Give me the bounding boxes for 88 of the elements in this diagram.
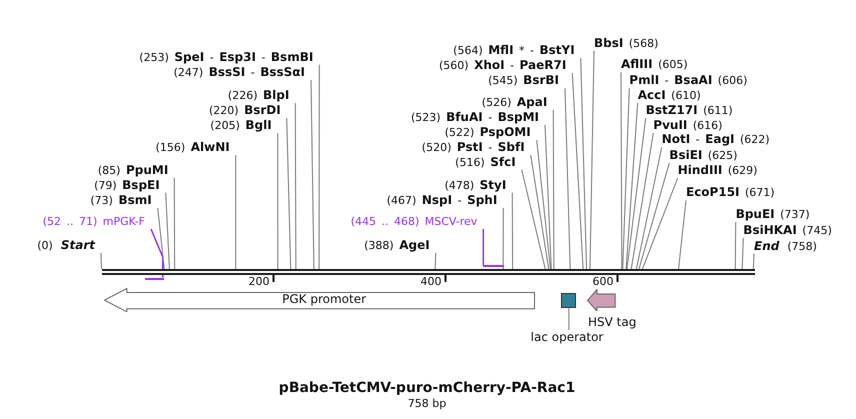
leader-line	[636, 146, 662, 270]
restriction-site-label: HindIII (629)	[678, 163, 758, 178]
restriction-site-label: NotI - EagI (622)	[662, 132, 770, 148]
leader-line	[642, 178, 678, 270]
feature-box	[561, 292, 576, 308]
leader-line	[235, 154, 236, 270]
leader-line	[742, 238, 744, 270]
restriction-site-label: (247) BssSI - BssSαI	[174, 65, 311, 80]
leader-line	[318, 64, 320, 270]
leader-line	[752, 253, 754, 270]
restriction-site-label: (73) BsmI	[90, 193, 158, 208]
primer-binding-mark	[145, 278, 164, 280]
leader-line	[521, 169, 546, 270]
map-title: pBabe-TetCMV-puro-mCherry-PA-Rac1	[278, 380, 576, 397]
directional-feature-block	[587, 288, 616, 312]
restriction-site-label: (516) SfcI	[455, 154, 522, 170]
restriction-site-label: (520) PstI - SbfI	[422, 140, 531, 155]
scale-label: 200	[248, 275, 270, 288]
leader-line	[622, 88, 630, 270]
leader-line	[434, 252, 436, 270]
scale-label: 600	[592, 275, 614, 288]
restriction-site-label: (545) BsrBI	[488, 73, 565, 88]
sequence-terminus-label: End	[754, 238, 780, 253]
restriction-site-label: (564) MflI* - BstYI	[453, 43, 581, 58]
feature-label: PGK promoter	[282, 292, 366, 308]
leader-line	[630, 132, 654, 270]
restriction-site-label: BstZ17I (611)	[646, 103, 733, 118]
restriction-site-label: (156) AlwNI	[156, 140, 236, 155]
position-number: (758)	[787, 240, 817, 254]
restriction-site-label: (85) PpuMI	[98, 162, 174, 178]
leader-line	[294, 102, 296, 270]
scale-label: 400	[420, 275, 442, 288]
restriction-site-label: AflIII (605)	[621, 57, 688, 72]
leader-line	[626, 118, 646, 270]
position-number: (0)	[37, 239, 53, 253]
leader-line	[589, 50, 594, 270]
restriction-site-label: (478) StyI	[444, 178, 512, 193]
leader-line	[286, 118, 292, 270]
leader-line	[568, 308, 570, 330]
primer-label: (52 .. 71) mPGK-F	[42, 215, 151, 229]
leader-line	[626, 102, 638, 270]
leader-line	[150, 228, 164, 278]
feature-label: HSV tag	[588, 314, 636, 330]
leader-line	[580, 58, 588, 270]
restriction-site-label: PvuII (616)	[653, 118, 722, 133]
restriction-site-label: BbsI (568)	[594, 36, 658, 51]
dna-backbone	[102, 269, 755, 275]
restriction-site-label: BsiHKAI (745)	[743, 223, 832, 238]
restriction-site-label: (253) SpeI - Esp3I - BsmBI	[139, 50, 320, 65]
leader-line	[572, 72, 584, 270]
restriction-site-label: (526) ApaI	[482, 94, 554, 110]
leader-line	[482, 229, 484, 265]
restriction-site-label: (522) PspOMI	[444, 125, 537, 140]
leader-line	[734, 222, 736, 270]
leader-line	[530, 154, 550, 270]
restriction-site-label: BpuEI (737)	[736, 207, 810, 222]
restriction-site-label: (220) BsrDI	[208, 103, 287, 118]
restriction-site-label: AccI (610)	[638, 88, 701, 103]
leader-line	[544, 124, 552, 270]
leader-line	[552, 109, 554, 270]
restriction-site-label: (226) BlpI	[228, 88, 296, 103]
leader-line	[620, 72, 622, 270]
feature-label: lac operator	[530, 330, 604, 345]
restriction-site-label: (523) BfuAI - BspMI	[410, 110, 545, 125]
leader-line	[564, 88, 571, 270]
leader-line	[165, 192, 170, 270]
leader-line	[502, 208, 504, 270]
restriction-site-label: (467) NspI - SphI	[386, 193, 504, 208]
primer-label: (445 .. 468) MSCV-rev	[350, 215, 484, 229]
leader-line	[174, 177, 176, 270]
sequence-length: 758 bp	[408, 397, 446, 410]
leader-line	[310, 80, 314, 270]
restriction-site-label: (79) BspEI	[94, 178, 166, 193]
leader-line	[536, 140, 551, 270]
restriction-site-label: EcoP15I (671)	[686, 185, 775, 200]
restriction-site-label: (205) BglI	[210, 118, 278, 134]
leader-line	[678, 200, 686, 270]
restriction-site-label: PmlI - BsaAI (606)	[629, 73, 748, 88]
leader-line	[157, 208, 165, 270]
primer-binding-mark	[482, 265, 504, 267]
sequence-terminus-label: Start	[60, 238, 95, 252]
leader-line	[100, 252, 102, 270]
leader-line	[277, 132, 278, 270]
restriction-site-label: BsiEI (625)	[669, 148, 738, 163]
leader-line	[638, 162, 670, 270]
restriction-site-label: (560) XhoI - PaeR7I	[438, 58, 572, 73]
restriction-site-label: (388) AgeI	[364, 238, 436, 253]
leader-line	[512, 192, 514, 270]
